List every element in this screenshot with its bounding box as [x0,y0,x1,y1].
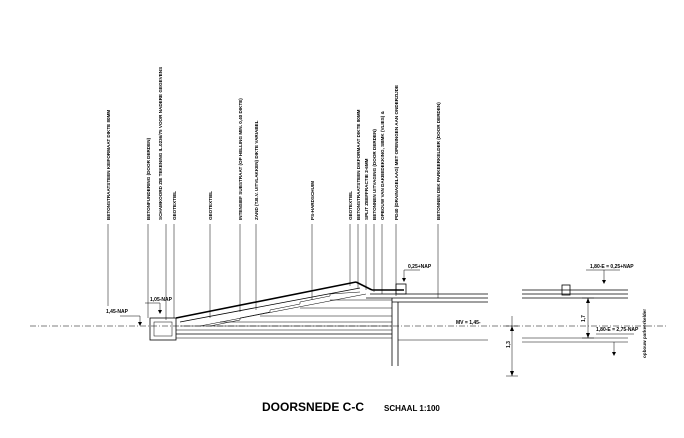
label-betonnen-uitvaging: BETONNEN UITVAGING (DOOR DERDEN) [372,129,377,220]
label-geotextiel-3: GEOTEXTIEL [348,191,353,220]
drawing-title: DOORSNEDE C-C [262,400,364,414]
level-0-25-nap: 0,25+NAP [408,264,432,270]
level-1-45-nap: 1,45-NAP [106,309,129,315]
level-mv: MV = 1,45- [456,320,481,326]
side-label-opbouw: opbouw parkeerkelder [642,309,647,358]
level-1-05-nap: 1,05-NAP [150,297,173,303]
label-geotextiel-1: GEOTEXTIEL [172,191,177,220]
label-schamkoord: SCHAMKOORD ZIE TEKENING IL.0236/75 VOOR … [158,67,163,220]
dimension-1-7: 1,7 [581,315,587,322]
label-betonfundering: BETONFUNDERING (DOOR DERDEN) [146,137,151,220]
label-opbouw-dakbedekking: OPBOUW VAN DAKBEDEKKING, SBMK (VLIES) & [380,110,385,220]
slope-top [175,281,357,319]
label-betonstraatsteen-kei: BETONSTRAATSTEEN KEIFORMAAT DIKTE 80MM [106,110,111,220]
level-right-top: 1,80-E = 0,25+NAP [590,264,634,270]
concrete-foundation [149,317,177,341]
label-zand: ZAND (T.B.V. UITVLAKKEN) DIKTE VARIABEL [254,120,259,220]
drawing-scale: SCHAAL 1:100 [384,404,440,413]
label-split: SPLIT ZEEFFRACTIE 2-6MM [364,158,369,220]
label-pd40: PD40 (DRAINAGELAAG) MET OPENINGEN AAN ON… [394,85,399,220]
label-ps-hardschuim: PS-HARDSCHUIM [310,181,315,220]
label-geotextiel-2: GEOTEXTIEL [208,191,213,220]
label-intensief-substraat: INTENSIEF SUBSTRAAT (OP HELLING MIN. 0,4… [238,98,243,220]
label-betonnen-dek: BETONNEN DEK PARKEERKELDER (DOOR DERDEN) [436,102,441,220]
dimension-1-3: 1,3 [506,341,512,348]
level-right-bottom: 1,80-E = 2,75-NAP [596,327,639,333]
label-betonstraatsteen-dik: BETONSTRAATSTEEN DIKFORMAAT DIKTE 80MM [356,109,361,220]
